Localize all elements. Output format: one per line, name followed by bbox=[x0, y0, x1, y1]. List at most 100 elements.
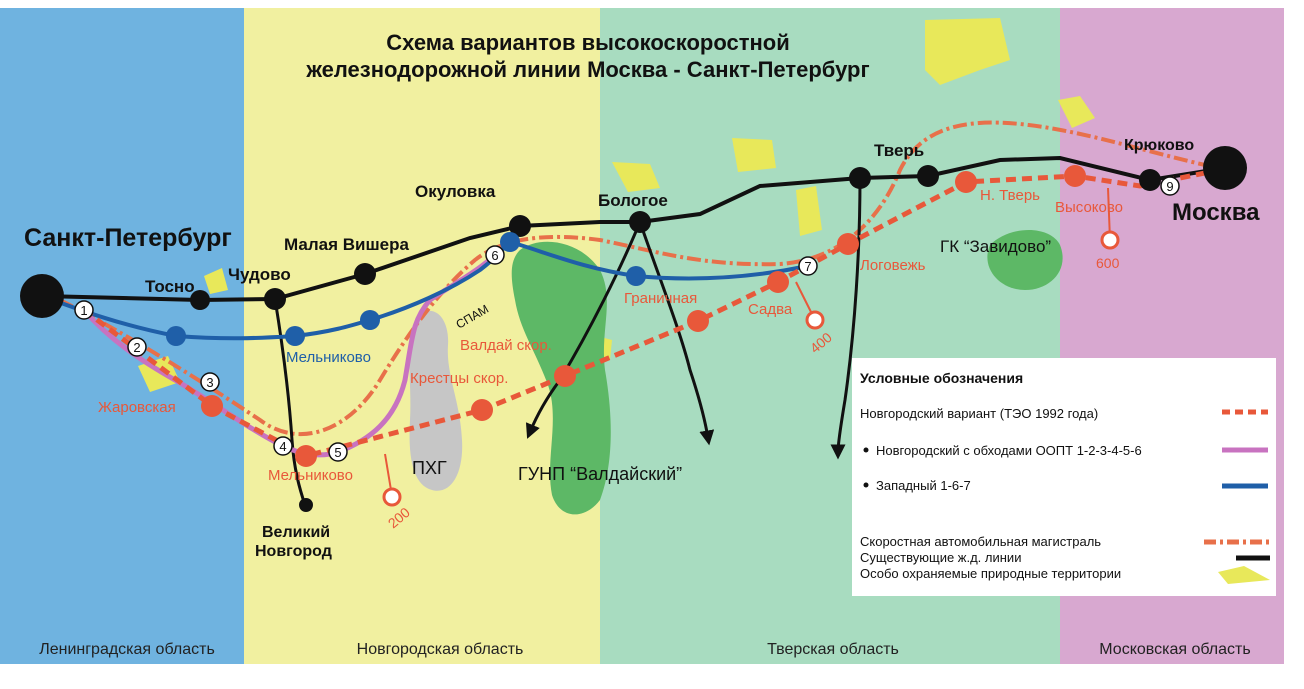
svg-text:2: 2 bbox=[133, 340, 140, 355]
okulovka-station-dot bbox=[509, 215, 531, 237]
kryukovo-label: Крюково bbox=[1124, 137, 1194, 154]
tver-region-label: Тверская область bbox=[767, 641, 899, 658]
valday-label: Валдай скор. bbox=[460, 337, 552, 354]
logovezh-label: Логовежь bbox=[860, 257, 926, 274]
map-title-line2: железнодорожной линии Москва - Санкт-Пет… bbox=[305, 57, 869, 82]
leningrad-region-label: Ленинградская область bbox=[39, 641, 215, 658]
existing-railway bbox=[41, 155, 1226, 506]
legend-bypass-label: Новгородский с обходами ООПТ 1-2-3-4-5-6 bbox=[876, 443, 1142, 458]
protected-area bbox=[732, 138, 776, 172]
blue-station-dot bbox=[285, 326, 305, 346]
red-station-dot bbox=[955, 171, 977, 193]
rail-bologoe-branch1 bbox=[525, 221, 642, 439]
svg-text:3: 3 bbox=[206, 375, 213, 390]
valday-park-label: ГУНП “Валдайский” bbox=[518, 464, 682, 484]
vysokovo-label: Высоково bbox=[1055, 199, 1123, 216]
red-station-dot bbox=[767, 271, 789, 293]
right-white-band bbox=[1284, 0, 1304, 689]
red-station-dot bbox=[471, 399, 493, 421]
chudovo-station-dot bbox=[264, 288, 286, 310]
protected-area bbox=[925, 18, 1010, 85]
svg-text:4: 4 bbox=[279, 439, 286, 454]
moscow-label: Москва bbox=[1172, 199, 1260, 226]
waypoint-3: 3 bbox=[200, 372, 220, 392]
legend-protected-swatch bbox=[1218, 566, 1270, 584]
waypoint-6: 6 bbox=[485, 245, 505, 265]
pkhg-label: ПХГ bbox=[412, 458, 447, 478]
km-600-marker bbox=[1100, 230, 1120, 250]
novgorod-station-dot bbox=[299, 498, 313, 512]
svg-text:7: 7 bbox=[804, 259, 811, 274]
protected-areas bbox=[138, 18, 1095, 392]
sadva-label: Садва bbox=[748, 301, 793, 318]
red-station-dot bbox=[687, 310, 709, 332]
kresttsy-label: Крестцы скор. bbox=[410, 370, 508, 387]
malaya-vishera-label: Малая Вишера bbox=[284, 235, 409, 254]
legend-bullet bbox=[863, 482, 869, 488]
legend-bullet bbox=[863, 447, 869, 453]
rail-main bbox=[41, 155, 1226, 303]
protected-area bbox=[612, 162, 660, 192]
km-600-label: 600 bbox=[1096, 255, 1120, 271]
red-station-dot bbox=[201, 395, 223, 417]
granichnaya-label: Граничная bbox=[624, 290, 697, 307]
km-markers bbox=[382, 230, 1120, 507]
rail-tver-branch bbox=[830, 177, 862, 460]
waypoint-1: 1 bbox=[74, 300, 94, 320]
bottom-white-band bbox=[0, 664, 1304, 689]
rail-novgorod-branch bbox=[273, 298, 307, 506]
waypoint-5: 5 bbox=[328, 442, 348, 462]
red-melnikovo-label: Мельниково bbox=[268, 467, 353, 484]
red-station-dot bbox=[295, 445, 317, 467]
waypoint-markers: 1 2 3 4 5 6 7 9 bbox=[74, 176, 1180, 462]
red-station-dot bbox=[1064, 165, 1086, 187]
moscow-station-dot bbox=[1203, 146, 1247, 190]
chudovo-label: Чудово bbox=[228, 265, 291, 284]
bologoe-label: Бологое bbox=[598, 191, 668, 210]
tver-station-dot bbox=[849, 167, 871, 189]
tosno-label: Тосно bbox=[145, 277, 195, 296]
zavidovo-label: ГК “Завидово” bbox=[940, 237, 1051, 256]
km-200-marker bbox=[382, 487, 402, 507]
novgorod-stations bbox=[201, 165, 1086, 467]
novgorod-label-2: Новгород bbox=[255, 543, 332, 560]
legend-highway-label: Скоростная автомобильная магистраль bbox=[860, 534, 1101, 549]
svg-text:1: 1 bbox=[80, 303, 87, 318]
pkhg-area bbox=[409, 310, 463, 491]
blue-station-dot bbox=[166, 326, 186, 346]
top-white-band bbox=[0, 0, 1304, 8]
western-stations bbox=[166, 232, 646, 346]
okulovka-label: Окуловка bbox=[415, 182, 496, 201]
svg-text:6: 6 bbox=[491, 248, 498, 263]
protected-area bbox=[796, 186, 822, 236]
waypoint-4: 4 bbox=[273, 436, 293, 456]
spb-station-dot bbox=[20, 274, 64, 318]
waypoint-2: 2 bbox=[127, 337, 147, 357]
spb-label: Санкт-Петербург bbox=[24, 224, 232, 252]
legend-novgorod-label: Новгородский вариант (ТЭО 1992 года) bbox=[860, 406, 1098, 421]
svg-text:5: 5 bbox=[334, 445, 341, 460]
map-title-line1: Схема вариантов высокоскоростной bbox=[386, 30, 789, 55]
red-station-dot bbox=[837, 233, 859, 255]
zavidovo-park-area bbox=[987, 230, 1063, 290]
blue-melnikovo-label: Мельниково bbox=[286, 349, 371, 366]
protected-area bbox=[1058, 96, 1095, 128]
legend-title: Условные обозначения bbox=[860, 370, 1023, 386]
novgorod-region-label: Новгородская область bbox=[357, 641, 524, 658]
moscow-region-label: Московская область bbox=[1099, 641, 1250, 658]
svg-text:9: 9 bbox=[1166, 179, 1173, 194]
legend-existing-label: Существующие ж.д. линии bbox=[860, 550, 1021, 565]
tver2-station-dot bbox=[917, 165, 939, 187]
legend-protected-label: Особо охраняемые природные территории bbox=[860, 566, 1121, 581]
kryukovo-station-dot bbox=[1139, 169, 1161, 191]
novgorod-label-1: Великий bbox=[262, 524, 330, 541]
km-400-marker bbox=[805, 310, 825, 330]
legend-box bbox=[852, 358, 1276, 596]
waypoint-7: 7 bbox=[798, 256, 818, 276]
rail-bologoe-branch2 bbox=[638, 221, 715, 446]
zharovskaya-label: Жаровская bbox=[98, 399, 176, 416]
tver-label: Тверь bbox=[874, 141, 924, 160]
tosno-station-dot bbox=[190, 290, 210, 310]
bologoe-station-dot bbox=[629, 211, 651, 233]
